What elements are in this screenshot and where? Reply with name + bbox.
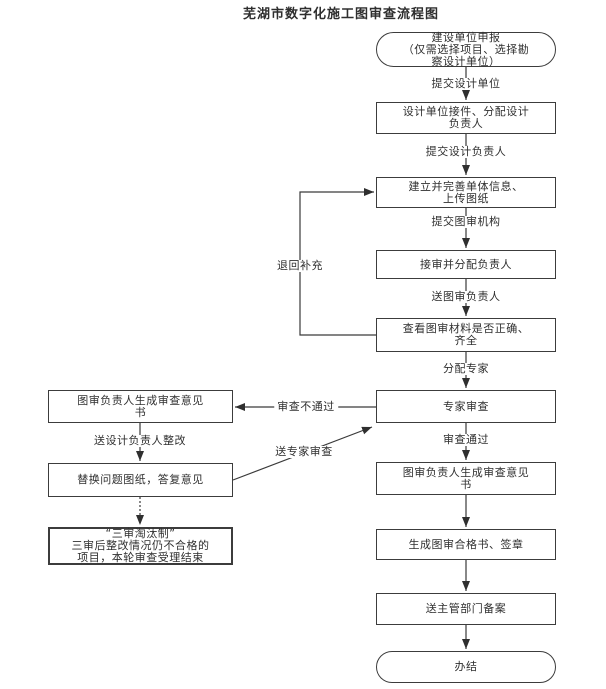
edge-label-send-review-leader: 送图审负责人 (428, 291, 504, 303)
node-pass-letter: 生成图审合格书、签章 (376, 529, 556, 560)
edge-label-review-failed: 审查不通过 (274, 401, 338, 413)
node-unit-info-label: 建立并完善单体信息、 上传图纸 (408, 179, 524, 205)
node-elimination-label: “三审淘汰制” 三审后整改情况仍不合格的 项目，本轮审查受理结束 (71, 527, 210, 564)
edge-label-submit-design-leader: 提交设计负责人 (422, 146, 510, 158)
node-check-material: 查看图审材料是否正确、 齐全 (376, 318, 556, 352)
node-opinion-letter-label: 图审负责人生成审查意见 书 (402, 465, 530, 491)
node-opinion-letter-left: 图审负责人生成审查意见 书 (48, 390, 233, 423)
node-design-accept-label: 设计单位接件、分配设计 负责人 (402, 105, 530, 130)
edge-label-send-design-leader-rectify: 送设计负责人整改 (91, 435, 189, 447)
node-end-label: 办结 (454, 660, 478, 673)
edge-label-assign-experts: 分配专家 (440, 363, 492, 375)
edge-label-return-supplement: 退回补充 (274, 260, 326, 272)
node-replace-drawings-label: 替换问题图纸，答复意见 (77, 473, 204, 486)
node-review-accept-label: 接审并分配负责人 (420, 257, 512, 271)
node-pass-letter-label: 生成图审合格书、签章 (408, 537, 524, 551)
edge-label-submit-design-unit: 提交设计单位 (428, 78, 504, 90)
node-expert-review: 专家审查 (376, 390, 556, 423)
node-check-material-label: 查看图审材料是否正确、 齐全 (402, 322, 530, 347)
node-start-label: 建设单位申报 （仅需选择项目、选择勘 察设计单位） (402, 30, 530, 68)
node-replace-drawings: 替换问题图纸，答复意见 (48, 463, 233, 497)
edge-label-review-passed: 审查通过 (440, 434, 492, 446)
node-unit-info: 建立并完善单体信息、 上传图纸 (376, 177, 556, 208)
node-opinion-letter: 图审负责人生成审查意见 书 (376, 462, 556, 495)
node-start: 建设单位申报 （仅需选择项目、选择勘 察设计单位） (376, 30, 556, 68)
node-end: 办结 (376, 651, 556, 683)
node-opinion-letter-left-label: 图审负责人生成审查意见 书 (77, 393, 204, 419)
page-title: 芜湖市数字化施工图审查流程图 (243, 7, 440, 22)
node-design-accept: 设计单位接件、分配设计 负责人 (376, 102, 556, 134)
edge-label-submit-review-org: 提交图审机构 (428, 216, 504, 228)
node-elimination: “三审淘汰制” 三审后整改情况仍不合格的 项目，本轮审查受理结束 (48, 527, 233, 565)
node-filing: 送主管部门备案 (376, 593, 556, 625)
node-filing-label: 送主管部门备案 (425, 602, 507, 615)
edge-label-send-expert-review: 送专家审查 (272, 446, 336, 458)
node-review-accept: 接审并分配负责人 (376, 250, 556, 279)
node-expert-review-label: 专家审查 (443, 399, 489, 413)
